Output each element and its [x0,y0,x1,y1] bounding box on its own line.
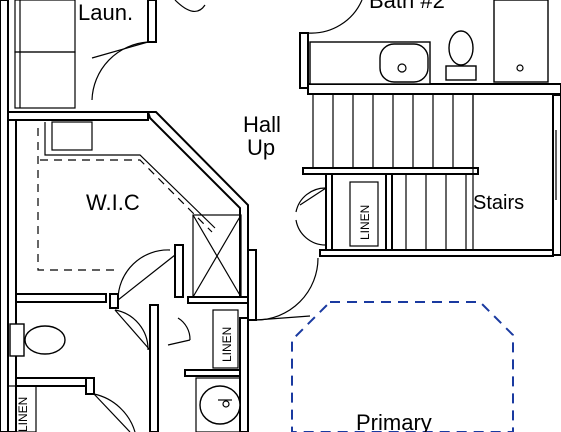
linen-closet-center [167,309,241,377]
bathtub [493,0,549,83]
linen-closet-lower [7,385,136,432]
bath2-sink [379,43,429,83]
up-label: Up [247,135,275,160]
toilet [9,323,25,357]
water-closet [9,304,159,432]
linen-label-center: LINEN [220,327,234,362]
wic-label: W.I.C [86,190,140,215]
linen-label-stairs: LINEN [358,205,372,240]
laundry-label: Laun. [78,0,133,25]
laundry-room [7,0,206,121]
hall-walls [239,249,319,432]
linen-label-lower: LINEN [16,397,30,432]
linen-closet-stairs [295,173,379,251]
stairs-upper [302,93,479,175]
stairs-lower [319,93,554,257]
stairs-label: Stairs [473,192,524,214]
hall-label: Hall [243,112,281,137]
primary-label: Primary [356,410,432,432]
primary-sink [195,377,241,432]
bath-2 [299,0,561,95]
bath2-toilet [448,30,474,66]
bath2-label: Bath #2 [369,0,445,13]
